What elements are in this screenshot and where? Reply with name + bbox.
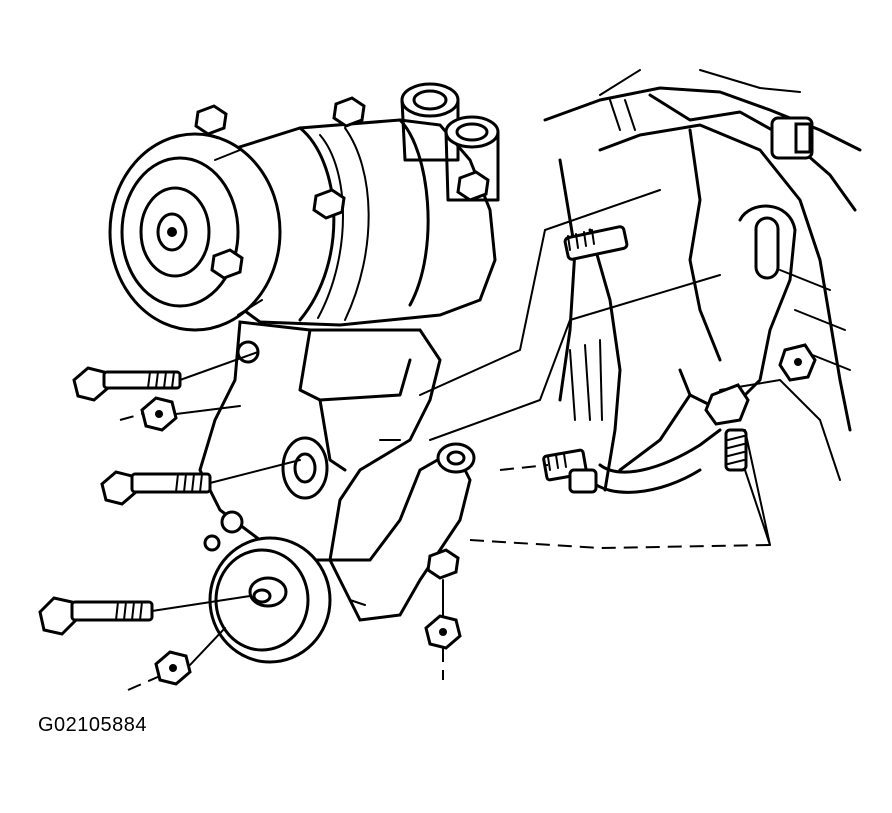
leader-lines (119, 189, 771, 691)
nut-lower-left (154, 650, 192, 686)
bolt-lower-left (38, 596, 154, 636)
engine-block (543, 69, 862, 494)
bolt-middle-left (100, 470, 212, 506)
nut-lower-center (424, 614, 462, 650)
bolt-upper-left (72, 366, 182, 402)
figure-id-label: G02105884 (38, 714, 148, 736)
nut-upper-left (140, 396, 178, 432)
right-mounting-bracket (618, 204, 797, 472)
idler-pulley (208, 536, 332, 664)
block-bolt-center (542, 448, 598, 494)
front-mounting-bracket (198, 320, 476, 622)
ac-compressor (108, 82, 500, 332)
